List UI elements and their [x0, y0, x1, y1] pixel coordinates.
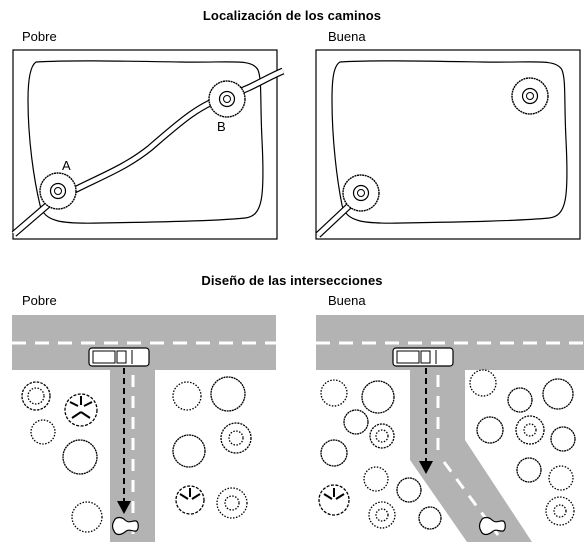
landing-b — [208, 80, 246, 118]
good-truck — [392, 347, 454, 367]
roads-poor-boundary — [27, 60, 264, 224]
landing-good-upper — [511, 77, 549, 115]
landing-a — [39, 172, 77, 210]
roads-section-title: Localización de los caminos — [202, 8, 382, 23]
intersection-poor-label: Pobre — [22, 293, 57, 308]
roads-good-frame — [315, 49, 581, 240]
landing-good-lower — [342, 174, 380, 212]
intersections-section-title: Diseño de las intersecciones — [201, 273, 383, 288]
roads-good-label: Buena — [328, 29, 366, 44]
poor-log-marker — [111, 516, 139, 536]
intersection-good-panel — [316, 315, 584, 542]
landing-b-label: B — [217, 119, 226, 134]
roads-poor-label: Pobre — [22, 29, 57, 44]
poor-trees — [21, 376, 252, 533]
good-log-marker — [478, 516, 506, 536]
landing-a-label: A — [62, 158, 71, 173]
good-trees — [318, 369, 576, 530]
roads-poor-frame — [12, 49, 278, 240]
intersection-poor-panel — [12, 315, 276, 542]
poor-truck — [88, 347, 150, 367]
roads-poor-panel: A B — [11, 49, 285, 240]
poor-side-road — [110, 365, 155, 542]
roads-good-boundary — [331, 60, 568, 224]
roads-good-panel — [315, 49, 581, 240]
intersection-good-label: Buena — [328, 293, 366, 308]
